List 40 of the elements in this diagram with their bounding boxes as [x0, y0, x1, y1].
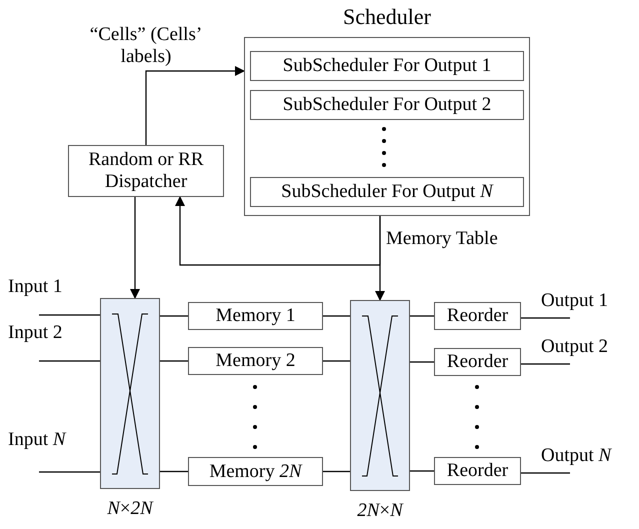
connector-line [160, 470, 188, 472]
connector-line [521, 363, 570, 365]
output-label: Output 2 [541, 336, 608, 358]
arrow [145, 66, 245, 145]
switch-size-label: 2N×N [356, 500, 405, 522]
input-label: Input 2 [8, 322, 62, 344]
memory-box: Memory 2 [188, 347, 323, 375]
connector-line [410, 470, 434, 472]
subscheduler-box: SubScheduler For Output 1 [250, 51, 524, 81]
input-label: Input 1 [8, 276, 62, 298]
output-label: Output N [541, 445, 612, 467]
scheduler-title: Scheduler [342, 4, 432, 30]
connector-line [521, 472, 570, 474]
switch-size-label: N×2N [106, 498, 155, 520]
memory-box: Memory 1 [188, 302, 323, 330]
subscheduler-box: SubScheduler For Output 2 [250, 90, 524, 120]
output-label: Output 1 [541, 290, 608, 312]
arrow [130, 197, 140, 299]
connector-line [39, 471, 100, 473]
subscheduler-box: SubScheduler For Output N [250, 177, 524, 207]
connector-line [39, 314, 100, 316]
edge-label: Memory Table [386, 228, 498, 250]
crossbar-switch [100, 298, 160, 489]
reorder-box: Reorder [434, 348, 521, 376]
connector-line [323, 315, 350, 317]
reorder-box: Reorder [434, 302, 521, 330]
connector-line [521, 317, 570, 319]
connector-line [323, 470, 350, 472]
arrow [175, 196, 381, 266]
connector-line [39, 360, 100, 362]
connector-line [323, 360, 350, 362]
dispatcher-box: Random or RR Dispatcher [68, 145, 224, 197]
connector-line [410, 315, 434, 317]
input-label: Input N [8, 429, 66, 451]
reorder-box: Reorder [434, 457, 521, 485]
connector-line [160, 360, 188, 362]
memory-box: Memory 2N [188, 457, 323, 486]
connector-line [160, 315, 188, 317]
connector-line [410, 361, 434, 363]
crossbar-switch [350, 300, 410, 491]
